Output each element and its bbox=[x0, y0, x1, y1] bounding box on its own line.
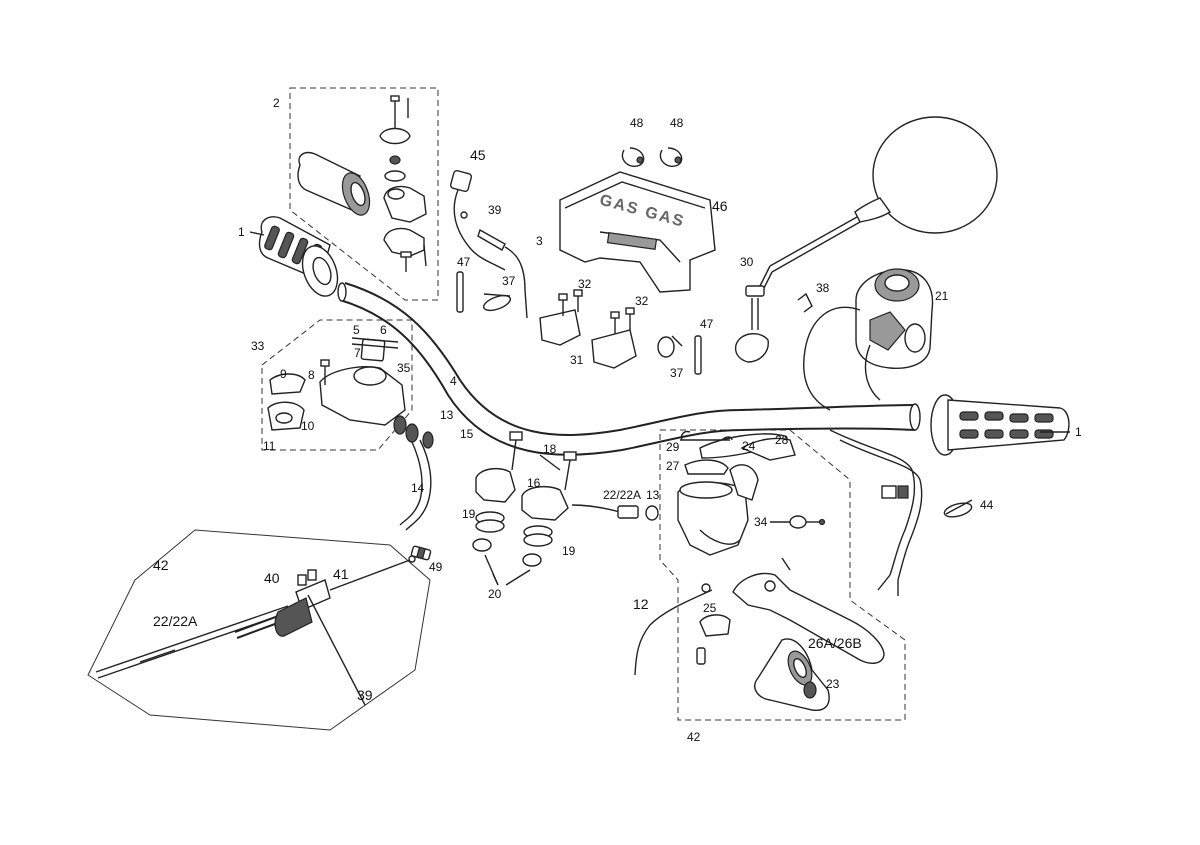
label-41: 41 bbox=[333, 566, 349, 582]
label-21: 21 bbox=[935, 289, 949, 303]
label-20: 20 bbox=[488, 587, 502, 601]
start-switch-housing bbox=[803, 268, 934, 411]
cable-tie-right bbox=[694, 335, 702, 375]
label-39-top: 39 bbox=[488, 203, 502, 217]
label-13-left: 13 bbox=[440, 408, 454, 422]
cable-12 bbox=[634, 583, 713, 676]
label-1-left: 1 bbox=[238, 225, 245, 239]
clip-48-right bbox=[659, 147, 683, 167]
throttle-assembly bbox=[297, 95, 427, 272]
mirror bbox=[734, 116, 998, 363]
label-6: 6 bbox=[380, 323, 387, 337]
label-24: 24 bbox=[742, 439, 756, 453]
handlebar-clamps-upper bbox=[539, 289, 637, 369]
label-11: 11 bbox=[263, 439, 276, 453]
cable-tie-left bbox=[456, 271, 464, 313]
label-48-left: 48 bbox=[630, 116, 644, 130]
clip-38 bbox=[797, 292, 813, 313]
label-13-right: 13 bbox=[646, 488, 660, 502]
label-22-22a-right: 22/22A bbox=[603, 488, 641, 502]
clutch-cable-adjuster bbox=[571, 504, 659, 521]
handlebar-pad: GAS GAS bbox=[559, 171, 716, 293]
kill-switch bbox=[449, 169, 506, 271]
label-32-right: 32 bbox=[635, 294, 649, 308]
part-labels: 1 2 3 4 5 6 7 8 9 10 11 12 13 13 14 15 1… bbox=[153, 96, 1082, 744]
front-brake-master-group-box bbox=[261, 319, 413, 451]
label-44: 44 bbox=[980, 498, 994, 512]
label-22-22a-left: 22/22A bbox=[153, 613, 198, 629]
switch-25 bbox=[696, 614, 731, 665]
label-34: 34 bbox=[754, 515, 768, 529]
cable-clip-left bbox=[482, 293, 512, 312]
brake-hose bbox=[399, 439, 432, 531]
label-19-right: 19 bbox=[562, 544, 576, 558]
label-46: 46 bbox=[712, 198, 728, 214]
leader-lines bbox=[249, 231, 1070, 586]
left-grip bbox=[258, 216, 339, 297]
clutch-lever-assembly bbox=[677, 430, 796, 556]
label-31: 31 bbox=[570, 353, 584, 367]
label-37-right: 37 bbox=[670, 366, 684, 380]
label-3: 3 bbox=[536, 234, 543, 248]
throttle-cable bbox=[477, 228, 528, 319]
label-19-left: 19 bbox=[462, 507, 476, 521]
handlebar bbox=[337, 282, 921, 456]
clutch-lever bbox=[732, 557, 885, 664]
label-7: 7 bbox=[354, 346, 361, 360]
cable-clip-right bbox=[657, 335, 683, 358]
label-47-right: 47 bbox=[700, 317, 714, 331]
label-25: 25 bbox=[703, 601, 717, 615]
label-27: 27 bbox=[666, 459, 680, 473]
label-9: 9 bbox=[280, 367, 287, 381]
label-10: 10 bbox=[301, 419, 315, 433]
label-15: 15 bbox=[460, 427, 474, 441]
clutch-cable bbox=[95, 555, 416, 706]
label-39-bottom: 39 bbox=[357, 687, 373, 703]
clutch-cable-group-box bbox=[87, 529, 431, 731]
label-38: 38 bbox=[816, 281, 830, 295]
wiring-harness bbox=[829, 429, 923, 596]
label-37-left: 37 bbox=[502, 274, 516, 288]
label-14: 14 bbox=[411, 481, 425, 495]
label-40: 40 bbox=[264, 570, 280, 586]
throttle-group-box bbox=[289, 87, 439, 301]
handlebar-clamps-lower bbox=[472, 431, 577, 586]
label-33: 33 bbox=[251, 339, 265, 353]
label-29: 29 bbox=[666, 440, 680, 454]
pin-34 bbox=[770, 515, 826, 529]
brake-master-cylinder bbox=[267, 337, 434, 449]
label-35: 35 bbox=[397, 361, 411, 375]
label-48-right: 48 bbox=[670, 116, 684, 130]
lever-guard-23 bbox=[754, 638, 830, 712]
label-42-left: 42 bbox=[153, 557, 169, 573]
label-23: 23 bbox=[826, 677, 840, 691]
clip-44 bbox=[943, 499, 973, 518]
clip-48-left bbox=[621, 147, 645, 167]
label-42-bottom: 42 bbox=[687, 730, 701, 744]
label-49: 49 bbox=[429, 560, 443, 574]
label-8: 8 bbox=[308, 368, 315, 382]
label-16: 16 bbox=[527, 476, 541, 490]
right-grip bbox=[930, 394, 1070, 456]
label-32-left: 32 bbox=[578, 277, 592, 291]
label-45: 45 bbox=[470, 147, 486, 163]
label-12: 12 bbox=[633, 596, 649, 612]
label-28: 28 bbox=[775, 433, 789, 447]
cable-end-49 bbox=[410, 545, 432, 561]
label-30: 30 bbox=[740, 255, 754, 269]
label-18: 18 bbox=[543, 442, 557, 456]
label-47-left: 47 bbox=[457, 255, 471, 269]
label-4: 4 bbox=[450, 374, 457, 388]
label-1-right: 1 bbox=[1075, 425, 1082, 439]
label-2: 2 bbox=[273, 96, 280, 110]
label-26a-26b: 26A/26B bbox=[808, 635, 862, 651]
label-5: 5 bbox=[353, 323, 360, 337]
